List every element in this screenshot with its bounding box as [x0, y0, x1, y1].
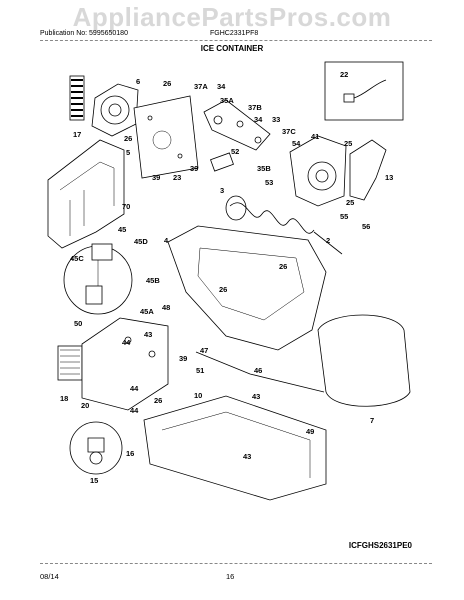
- callout-23: 23: [173, 173, 182, 182]
- callout-39: 39: [152, 173, 161, 182]
- callout-35A: 35A: [220, 96, 234, 105]
- part-46-bail-arm: [195, 351, 325, 393]
- callout-45C: 45C: [70, 254, 84, 263]
- callout-44b: 44: [130, 384, 139, 393]
- callout-70: 70: [122, 202, 131, 211]
- part-2-auger-spring: [225, 195, 343, 255]
- callout-20: 20: [81, 401, 90, 410]
- callout-6: 6: [136, 77, 141, 86]
- publication-number: Publication No: 5995650180: [40, 30, 128, 37]
- watermark-logo: AppliancePartsPros.com: [72, 2, 392, 32]
- part-6-auger-motor-housing: [91, 83, 139, 137]
- callout-45A: 45A: [140, 307, 154, 316]
- model-number: FGHC2331PF8: [210, 30, 259, 37]
- callout-34: 34: [217, 82, 226, 91]
- callout-41: 41: [311, 132, 320, 141]
- footer-page-number: 16: [226, 572, 235, 581]
- callout-45B: 45B: [146, 276, 160, 285]
- part-16-bulb-inset: [69, 421, 123, 475]
- part-22-inset-harness: [324, 61, 404, 121]
- part-23-mounting-plate: [133, 95, 199, 179]
- callout-52: 52: [231, 147, 240, 156]
- part-41-auger-motor-cover: [289, 135, 347, 207]
- part-4-ice-container-bucket: [167, 225, 327, 351]
- callout-43c: 43: [243, 452, 252, 461]
- callout-46: 46: [254, 366, 263, 375]
- part-7-container-front: [317, 314, 411, 407]
- callout-37B: 37B: [248, 103, 262, 112]
- callout-48: 48: [162, 303, 171, 312]
- callout-37A: 37A: [194, 82, 208, 91]
- callout-26b: 26: [124, 134, 133, 143]
- callout-3: 3: [220, 186, 225, 195]
- part-35A-37-linkage: [203, 99, 271, 172]
- callout-39b: 39: [190, 164, 199, 173]
- callout-54: 54: [292, 139, 301, 148]
- callout-50: 50: [74, 319, 83, 328]
- part-20-motor-bracket: [81, 317, 169, 411]
- part-45-switch-inset: [63, 243, 133, 315]
- callout-39c: 39: [179, 354, 188, 363]
- callout-15: 15: [90, 476, 99, 485]
- callout-34b: 34: [254, 115, 263, 124]
- callout-16: 16: [126, 449, 135, 458]
- callout-26d: 26: [219, 285, 228, 294]
- callout-53: 53: [265, 178, 274, 187]
- part-13-ice-chute-door: [349, 139, 387, 201]
- callout-5: 5: [126, 148, 131, 157]
- callout-26c: 26: [279, 262, 288, 271]
- callout-25b: 25: [346, 198, 355, 207]
- callout-47: 47: [200, 346, 209, 355]
- callout-4: 4: [164, 236, 169, 245]
- header-rule: [40, 40, 432, 41]
- callout-18: 18: [60, 394, 69, 403]
- diagram-code: ICFGHS2631PE0: [348, 541, 412, 550]
- callout-49: 49: [306, 427, 315, 436]
- callout-26e: 26: [154, 396, 163, 405]
- callout-51: 51: [196, 366, 205, 375]
- callout-44: 44: [122, 338, 131, 347]
- callout-37C: 37C: [282, 127, 296, 136]
- part-70-housing-bracket: [47, 139, 125, 249]
- callout-13: 13: [385, 173, 394, 182]
- callout-35B: 35B: [257, 164, 271, 173]
- callout-43: 43: [144, 330, 153, 339]
- footer-date: 08/14: [40, 572, 59, 581]
- callout-10: 10: [194, 391, 203, 400]
- callout-33: 33: [272, 115, 281, 124]
- callout-44c: 44: [130, 406, 139, 415]
- footer-rule: [40, 563, 432, 564]
- part-18-auger-motor: [57, 345, 83, 381]
- callout-22: 22: [340, 70, 349, 79]
- callout-45D: 45D: [134, 237, 148, 246]
- callout-17: 17: [73, 130, 82, 139]
- callout-25: 25: [344, 139, 353, 148]
- page-title: ICE CONTAINER: [200, 44, 264, 53]
- callout-56: 56: [362, 222, 371, 231]
- part-17-fan-grille: [69, 75, 85, 121]
- callout-43b: 43: [252, 392, 261, 401]
- callout-45: 45: [118, 225, 127, 234]
- callout-55: 55: [340, 212, 349, 221]
- part-49-frame: [143, 395, 327, 501]
- callout-7: 7: [370, 416, 375, 425]
- callout-2: 2: [326, 236, 331, 245]
- callout-26: 26: [163, 79, 172, 88]
